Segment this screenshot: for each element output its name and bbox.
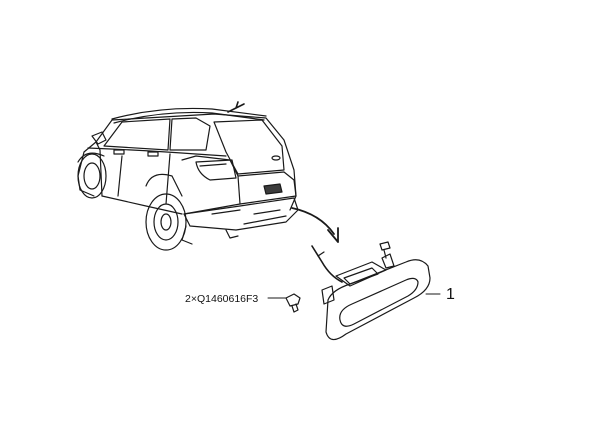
handle-mount-tab-left: [321, 285, 335, 305]
housing-bolt: [379, 241, 391, 259]
rear-door-window: [103, 118, 171, 151]
body-side-beltline: [87, 147, 227, 157]
tailgate-handle-recess: [263, 183, 283, 195]
high-mount-stop-lamp: [271, 155, 281, 161]
fastener-bolt-icon: [285, 293, 301, 313]
door-handle-rear: [147, 151, 159, 157]
rear-underbody: [225, 229, 239, 239]
rear-quarter-window: [169, 117, 211, 151]
rear-wheel: [145, 173, 187, 251]
rear-windshield: [213, 119, 285, 175]
tailgate: [237, 171, 297, 205]
handle-outer-body: [325, 259, 431, 341]
handle-inner-opening: [339, 277, 419, 327]
installation-arrow: [291, 207, 339, 243]
part-callout-number: 1: [446, 286, 455, 303]
handle-mount-tab-right: [381, 253, 395, 269]
fastener-part-label: 2×Q1460616F3: [185, 293, 258, 305]
roof-rail: [111, 107, 267, 120]
tailgate-handle-assembly: [311, 241, 431, 341]
door-handle-front: [113, 149, 125, 155]
rocker-panel: [101, 195, 183, 215]
roof-antenna: [227, 101, 245, 113]
wiring-harness: [311, 245, 343, 283]
side-mirror: [91, 131, 107, 145]
vehicle-illustration: [77, 101, 299, 251]
rear-bumper: [183, 197, 299, 231]
front-wheel: [77, 152, 107, 199]
tail-lamp: [195, 159, 237, 181]
